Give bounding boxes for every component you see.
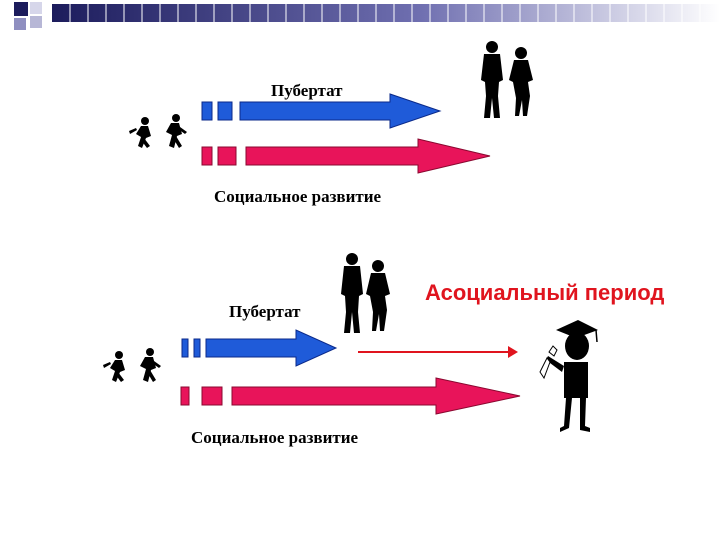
asocial-period-label: Асоциальный период (425, 280, 665, 305)
running-children-icon (103, 348, 161, 382)
top-social-arrow (201, 138, 491, 174)
header-square (30, 2, 42, 14)
graduate-icon (539, 320, 598, 432)
top-social-label: Социальное развитие (214, 187, 382, 206)
header-square (30, 16, 42, 28)
top-puberty-label: Пубертат (271, 81, 343, 100)
asocial-arrow (358, 346, 518, 358)
header-square (14, 18, 26, 30)
header-square (14, 2, 28, 16)
bottom-social-arrow (180, 377, 521, 415)
bottom-puberty-arrow (181, 329, 338, 367)
top-puberty-arrow (201, 93, 442, 129)
couple-icon (341, 253, 390, 333)
running-children-icon (129, 114, 187, 148)
header-decoration (14, 2, 720, 30)
bottom-puberty-label: Пубертат (229, 302, 301, 321)
couple-icon (481, 41, 533, 118)
header-stripes (52, 4, 720, 22)
bottom-social-label: Социальное развитие (191, 428, 359, 447)
